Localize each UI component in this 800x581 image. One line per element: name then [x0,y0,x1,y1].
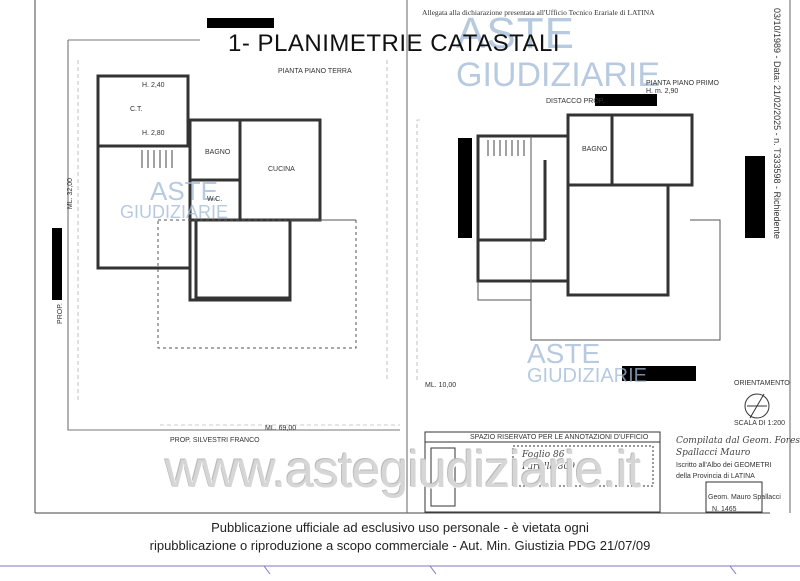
iscritto-albo: Iscritto all'Albo dei GEOMETRI [676,462,772,469]
watermark-giudiziarie-mid: GIUDIZIARIE [120,202,229,222]
side-measure-label: ML. 32,00 [67,177,75,210]
room-label-bagno-left: BAGNO [205,149,231,156]
albo-number: N. 1465 [712,506,737,513]
room-label-cucina: CUCINA [268,166,295,173]
ground-floor-label: PIANTA PIANO TERRA [278,68,352,75]
stamp-text: Geom. Mauro Spallacci [708,494,781,501]
road-label: PROP. SILVESTRI FRANCO [170,437,260,444]
ground-floor-terrace [157,219,357,349]
height-label-1: H. 2,40 [142,82,165,89]
redaction-lower-right [622,366,696,381]
watermark-giudiziarie-top: GIUDIZIARIE [456,56,661,94]
first-floor-balcony [477,136,721,341]
distacco-label: DISTACCO PROP. [546,98,605,105]
redaction-left-side [52,228,62,300]
watermark-giudiziarie-lower: GIUDIZIARIE [527,365,648,387]
measure-label: ML. 69,00 [265,425,297,432]
first-floor-stairs [487,140,525,156]
room-label-bagno-right: BAGNO [582,146,608,153]
redaction-right-side [745,156,765,238]
foglio-note: Foglio 86 [522,450,565,460]
redaction-right-plan-left [458,138,472,238]
footer-line-1: Pubblicazione ufficiale ad esclusivo uso… [211,520,589,535]
first-floor-label: PIANTA PIANO PRIMO [646,80,719,87]
room-label-ct: C.T. [130,106,143,113]
bottom-ruler [0,565,800,575]
page-title: 1- PLANIMETRIE CATASTALI [228,30,561,57]
prop-label-left: PROP. [56,303,64,324]
provincia: della Provincia di LATINA [676,473,755,480]
compilatore-nome: Spallacci Mauro [676,448,751,458]
side-stamp: 03/10/1989 - Data: 21/02/2025 - n. T3335… [772,8,782,239]
watermark-aste-top: ASTE [456,9,575,58]
cartouche-header: SPAZIO RISERVATO PER LE ANNOTAZIONI D'UF… [470,434,649,441]
room-label-wc: W.C. [207,196,223,203]
first-floor-height: H. m. 2,90 [646,88,679,95]
redaction-right-top [595,94,657,106]
watermark-url: www.astegiudiziarie.it [165,441,641,499]
footer-line-2: ripubblicazione o riproduzione a scopo c… [149,538,651,553]
compilata-da: Compilata dal Geom. Forest [676,436,800,446]
particella-note: Part.lla 809 [522,462,575,472]
north-arrow-icon [744,393,770,419]
scala-label: SCALA DI 1:200 [734,420,785,427]
allegata-header: Allegata alla dichiarazione presentata a… [422,8,655,17]
height-label-2: H. 2,80 [142,130,165,137]
right-sheet-lines [416,119,422,380]
first-floor-plan [476,113,694,297]
watermark-aste-mid: ASTE [150,176,218,206]
left-sheet-border [67,40,400,431]
orientamento-label: ORIENTAMENTO [734,380,790,387]
ground-floor-stairs [141,150,173,168]
watermark-aste-lower: ASTE [527,338,601,369]
cartouche-frame [424,431,763,513]
dist-label-right: ML. 10,00 [425,382,457,389]
redaction-top [207,18,274,28]
